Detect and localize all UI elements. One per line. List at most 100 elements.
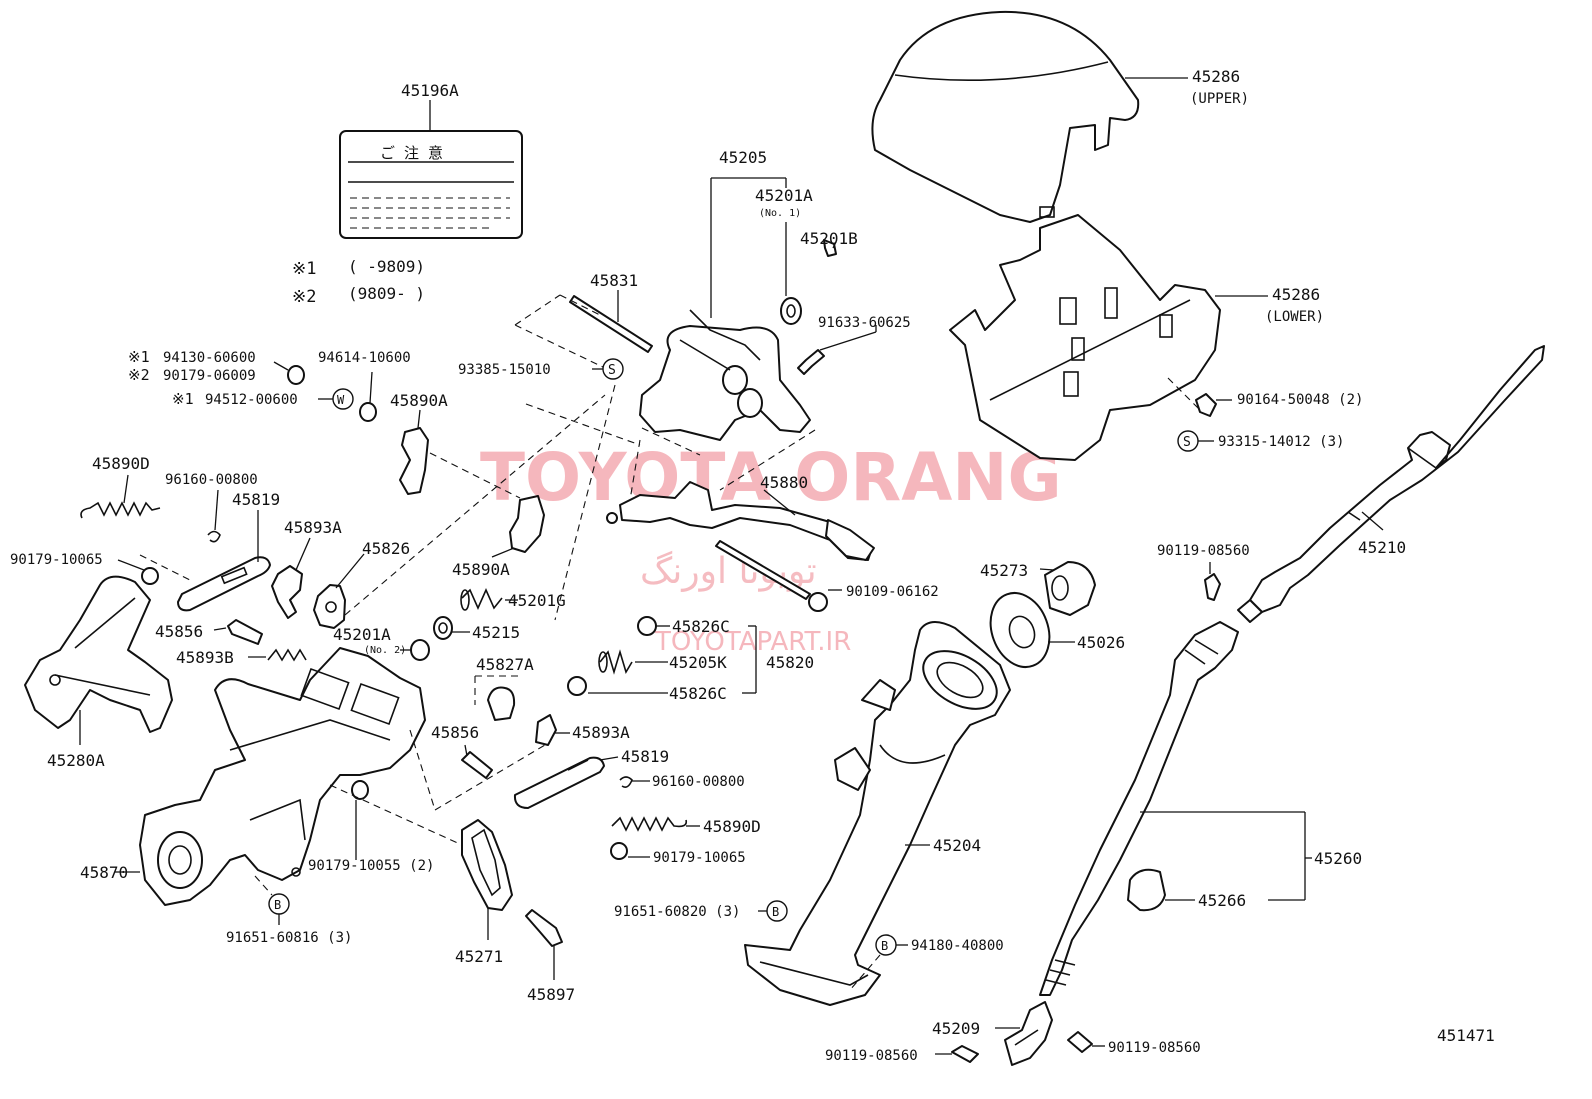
- label-90179-10065-upper: 90179-10065: [10, 552, 103, 568]
- label-91651-60816: 91651-60816 (3): [226, 930, 352, 946]
- label-45826C-lower: 45826C: [669, 684, 727, 703]
- lever-45890A-upper: [399, 409, 429, 495]
- label-45286-lower: 45286: [1272, 285, 1320, 304]
- label-45205: 45205: [719, 148, 767, 167]
- mark-b-91651-60820: B: [758, 900, 788, 922]
- mark-s-93385: S: [592, 358, 624, 380]
- label-45819-lower: 45819: [621, 747, 669, 766]
- label-93385: 93385-15010: [458, 362, 551, 378]
- label-45826C-upper: 45826C: [672, 617, 730, 636]
- svg-text:B: B: [274, 898, 281, 912]
- plate-45819-lower: [513, 756, 619, 809]
- tilt-lever-45880: [606, 481, 875, 561]
- label-45890A-lower: 45890A: [452, 560, 510, 579]
- part-labels: 45196A 45286 (UPPER) 45286 (LOWER) 45205…: [10, 67, 1495, 1064]
- legend-range1: ( -9809): [348, 257, 425, 276]
- label-94614: 94614-10600: [318, 350, 411, 366]
- column-bracket-45870: [115, 647, 546, 906]
- mark2-a: ※2: [128, 366, 150, 384]
- plate-45819-upper: [139, 510, 271, 612]
- label-91633: 91633-60625: [818, 315, 911, 331]
- mark1-a: ※1: [128, 348, 150, 366]
- label-94130: 94130-60600: [163, 350, 256, 366]
- bolt-90119-upper: [1204, 562, 1221, 601]
- legend-mark2: ※2: [292, 287, 316, 307]
- label-45856-upper: 45856: [155, 622, 203, 641]
- bolt-90119-lower-left: [935, 1045, 979, 1063]
- label-45201A-no1-sub: (No. 1): [759, 208, 801, 219]
- bolt-90109: [715, 540, 842, 612]
- column-cover-upper: [871, 10, 1188, 223]
- clip-96160-upper: [207, 489, 221, 543]
- label-90119-upper: 90119-08560: [1157, 543, 1250, 559]
- label-94512: 94512-00600: [205, 392, 298, 408]
- spring-45890D-upper: [80, 474, 161, 519]
- spring-45893B: [248, 648, 307, 662]
- guide-lines-upper: [344, 294, 816, 621]
- column-tube-45204: [744, 621, 1011, 1006]
- pin-45831: [569, 290, 653, 353]
- bracket-45280A: [24, 575, 173, 745]
- label-45266: 45266: [1198, 891, 1246, 910]
- stopper-45827A: [474, 675, 520, 721]
- label-96160-upper: 96160-00800: [165, 472, 258, 488]
- label-45893B: 45893B: [176, 648, 234, 667]
- bolt-90164: [1167, 377, 1232, 417]
- bushing-45266: [1127, 868, 1195, 912]
- svg-text:S: S: [1183, 435, 1191, 450]
- main-shaft-45210: [1237, 345, 1545, 623]
- label-90179-10055: 90179-10055 (2): [308, 858, 434, 874]
- bolt-45897: [525, 909, 563, 980]
- nut-94614: [359, 371, 377, 422]
- mark1-b: ※1: [172, 390, 194, 408]
- label-45897: 45897: [527, 985, 575, 1004]
- figure-id: 451471: [1437, 1026, 1495, 1045]
- plate-45271: [461, 819, 513, 940]
- bolt-90119-lower-right: [1067, 1031, 1105, 1053]
- mark-b-94180: B: [849, 934, 908, 991]
- label-90119-lower-left: 90119-08560: [825, 1048, 918, 1064]
- label-90179-10065-lower: 90179-10065: [653, 850, 746, 866]
- svg-text:W: W: [337, 393, 345, 407]
- intermediate-shaft-45260: [1039, 621, 1312, 996]
- spring-45890D-lower: [611, 816, 700, 832]
- label-45286-lower-sub: (LOWER): [1265, 309, 1324, 325]
- label-45271: 45271: [455, 947, 503, 966]
- mark-w-94512: W: [318, 388, 354, 410]
- watermark-url: TOYOTAPART.IR: [654, 627, 851, 657]
- washer-45215: [433, 616, 470, 640]
- watermark-brand: TOYOTA ORANG: [480, 439, 1062, 516]
- bolt-45856-lower: [461, 744, 493, 779]
- label-45210: 45210: [1358, 538, 1406, 557]
- label-45880: 45880: [760, 473, 808, 492]
- label-45286-upper-sub: (UPPER): [1190, 91, 1249, 107]
- label-45890A-upper: 45890A: [390, 391, 448, 410]
- label-45826: 45826: [362, 539, 410, 558]
- bushing-45201A-no2: [400, 639, 430, 661]
- label-45201A-no2: 45201A: [333, 625, 391, 644]
- ujoint-45209: [995, 1001, 1053, 1066]
- clip-96160-lower: [619, 776, 650, 788]
- stopper-45893A-upper: [271, 537, 311, 619]
- label-45893A-upper: 45893A: [284, 518, 342, 537]
- label-45201A-no1: 45201A: [755, 186, 813, 205]
- label-45280A: 45280A: [47, 751, 105, 770]
- column-cover-lower: [949, 214, 1268, 461]
- lever-45826: [313, 553, 365, 629]
- label-45890D-upper: 45890D: [92, 454, 150, 473]
- bolt-91633: [797, 325, 877, 375]
- label-90179-06009: 90179-06009: [163, 368, 256, 384]
- bolt-45856-upper: [213, 619, 263, 645]
- label-45856-lower: 45856: [431, 723, 479, 742]
- mark-b-91651-60816: B: [254, 875, 290, 925]
- label-45831: 45831: [590, 271, 638, 290]
- stopper-45893A-lower: [535, 714, 570, 746]
- caution-label-part: ご 注 意: [339, 100, 523, 239]
- label-45820: 45820: [766, 653, 814, 672]
- label-45827A: 45827A: [476, 655, 534, 674]
- label-45286-upper: 45286: [1192, 67, 1240, 86]
- guide-lines-lower: [329, 784, 463, 846]
- label-45201B: 45201B: [800, 229, 858, 248]
- label-90164: 90164-50048 (2): [1237, 392, 1363, 408]
